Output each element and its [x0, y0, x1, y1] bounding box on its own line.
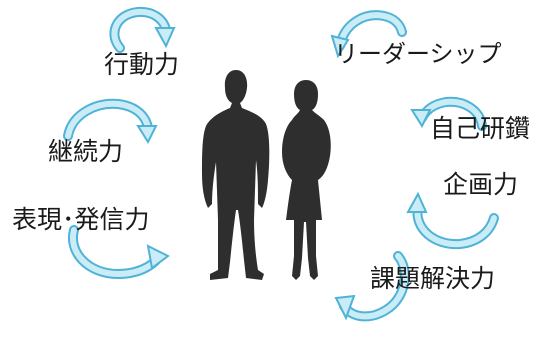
skill-label-self-development: 自己研鑽 — [430, 114, 531, 143]
circular-arrow-icon — [63, 98, 158, 145]
skill-label-planning: 企画力 — [443, 170, 519, 199]
circular-arrow-icon — [410, 96, 487, 131]
skill-label-expression: 表現･発信力 — [12, 205, 150, 234]
person-silhouette — [282, 80, 331, 280]
skill-label-action: 行動力 — [104, 50, 180, 79]
circular-arrow-icon — [406, 191, 499, 250]
person-silhouette — [202, 70, 270, 280]
skill-label-problem-solving: 課題解決力 — [370, 264, 496, 293]
skill-label-leadership: リーダーシップ — [334, 40, 502, 68]
circular-arrow-icon — [67, 225, 170, 280]
skill-label-continuity: 継続力 — [48, 137, 124, 166]
circular-arrow-icon — [109, 6, 176, 53]
circular-arrow-icon — [330, 10, 407, 59]
circular-arrow-icon — [334, 251, 410, 322]
